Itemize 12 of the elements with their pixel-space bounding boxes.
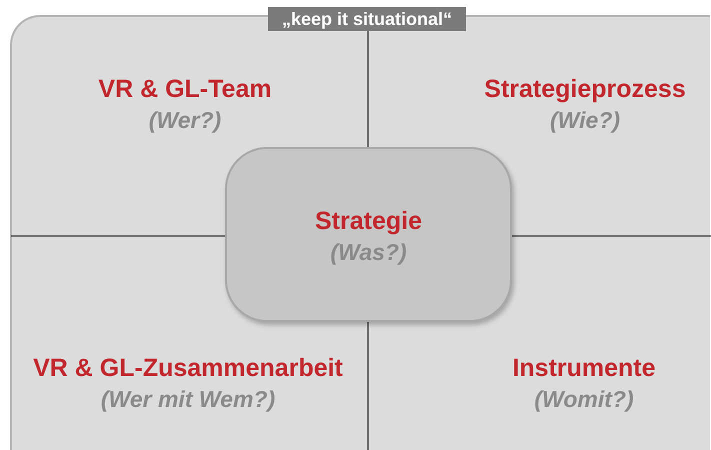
rounded-box <box>225 147 512 322</box>
heading-text: VR & GL-Zusammenarbeit <box>33 353 343 384</box>
question-text: (Wer mit Wem?) <box>100 385 276 414</box>
heading-text: Instrumente <box>512 353 656 384</box>
heading-text: Strategieprozess <box>484 74 686 105</box>
question-text: (Wie?) <box>550 106 620 135</box>
title-tab: „keep it situational“ <box>268 7 466 31</box>
question-text: (Wer?) <box>148 106 222 135</box>
heading-text: VR & GL-Team <box>98 74 272 105</box>
question-text: (Womit?) <box>534 385 634 414</box>
question-text: (Was?) <box>330 238 407 267</box>
heading-text: Strategie <box>315 206 422 237</box>
